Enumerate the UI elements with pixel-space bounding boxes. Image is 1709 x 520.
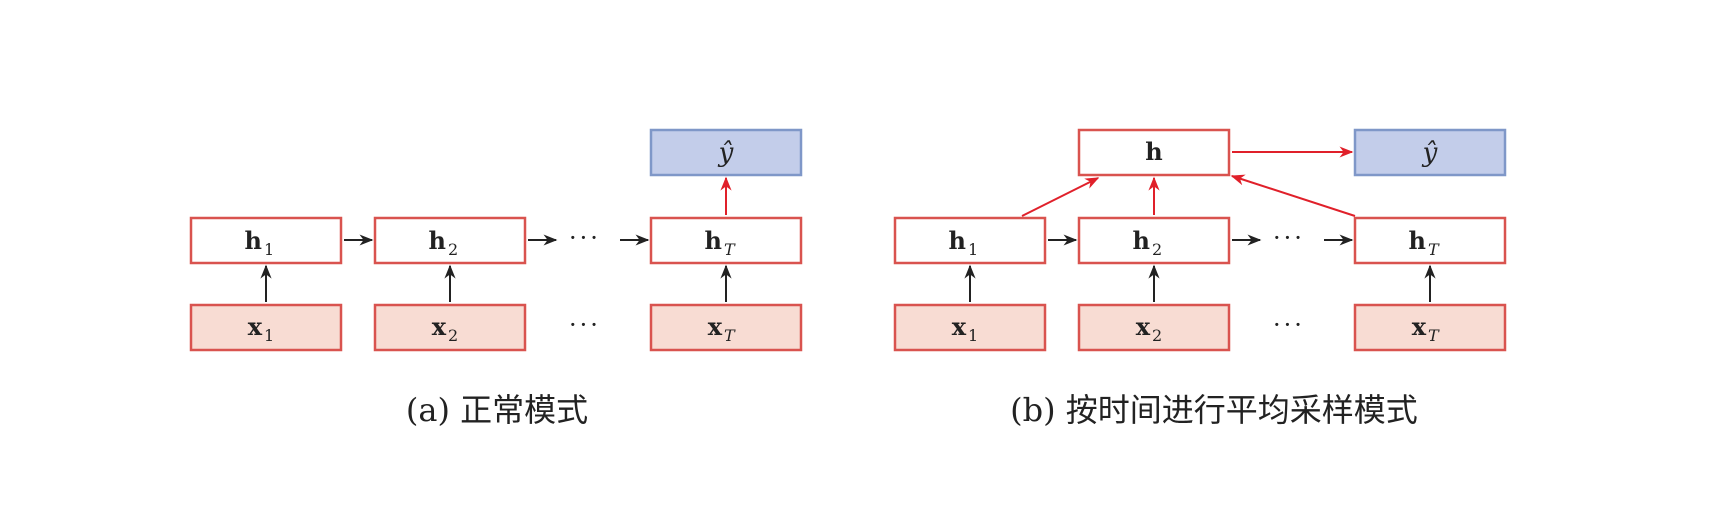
hidden-subscript: 1 [264,240,274,259]
hidden-label: h [429,226,446,255]
hidden-subscript: 2 [1152,240,1162,259]
hidden-label: h [1409,226,1426,255]
input-label: x [1136,312,1151,341]
hidden-subscript: 2 [448,240,458,259]
panel-b-arrow-h1-pooled [1021,177,1100,217]
panel-b: h ŷ h 1 h 2 h T x 1 [893,128,1507,429]
input-label: x [708,312,723,341]
panel-b-input-ellipsis: ··· [1273,311,1305,339]
hidden-subscript: T [1428,240,1440,259]
panel-a-output: ŷ [649,128,803,177]
panel-a-input-1: x 1 [189,303,343,352]
panel-a-input-T: x T [649,303,803,352]
hidden-label: h [1133,226,1150,255]
panel-a-input-2: x 2 [373,303,527,352]
panel-a-hidden-T: h T [649,216,803,265]
panel-b-output: ŷ [1353,128,1507,177]
panel-b-hidden-ellipsis: ··· [1273,224,1305,252]
input-subscript: T [724,326,736,345]
panel-a: h 1 h 2 h T x 1 x 2 x T [189,128,803,429]
input-label: x [1412,312,1427,341]
input-subscript: 1 [968,326,978,345]
panel-a-input-ellipsis: ··· [569,311,601,339]
hidden-subscript: T [724,240,736,259]
panel-a-caption: (a) 正常模式 [406,391,588,429]
panel-b-input-2: x 2 [1077,303,1231,352]
input-subscript: 2 [1152,326,1162,345]
input-subscript: 2 [448,326,458,345]
panel-b-input-1: x 1 [893,303,1047,352]
hidden-label: h [705,226,722,255]
panel-a-hidden-2: h 2 [373,216,527,265]
output-label: ŷ [1422,138,1438,168]
input-label: x [432,312,447,341]
panel-b-hidden-1: h 1 [893,216,1047,265]
panel-b-arrow-hT-pooled [1230,174,1356,217]
input-label: x [952,312,967,341]
panel-b-input-T: x T [1353,303,1507,352]
input-subscript: 1 [264,326,274,345]
hidden-label: h [949,226,966,255]
panel-b-pooled-hidden: h [1077,128,1231,177]
hidden-subscript: 1 [968,240,978,259]
panel-b-hidden-2: h 2 [1077,216,1231,265]
panel-b-hidden-T: h T [1353,216,1507,265]
panel-a-hidden-ellipsis: ··· [569,224,601,252]
panel-a-hidden-1: h 1 [189,216,343,265]
input-label: x [248,312,263,341]
hidden-label: h [245,226,262,255]
pooled-label: h [1145,137,1162,166]
panel-b-caption: (b) 按时间进行平均采样模式 [1010,391,1418,429]
output-label: ŷ [718,138,734,168]
input-subscript: T [1428,326,1440,345]
